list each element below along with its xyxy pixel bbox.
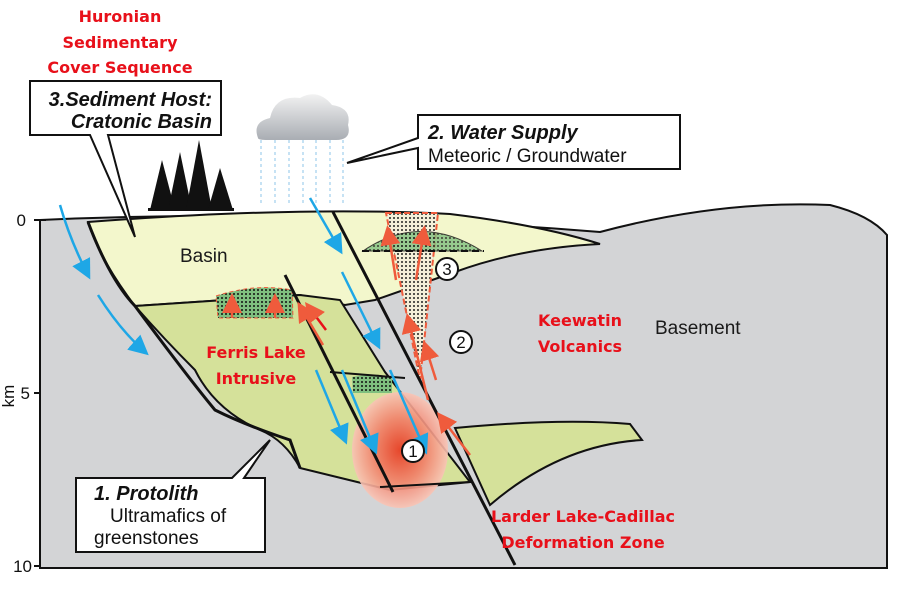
heat-source-glow bbox=[352, 392, 448, 508]
label-larder-lake: Larder Lake-Cadillac Deformation Zone bbox=[491, 507, 675, 552]
hydrothermal-fluid-arrows bbox=[222, 225, 471, 456]
svg-text:Cover Sequence: Cover Sequence bbox=[47, 58, 192, 77]
offset-contact-lower bbox=[379, 481, 471, 488]
label-basin: Basin bbox=[180, 246, 228, 267]
svg-text:Ferris Lake: Ferris Lake bbox=[206, 343, 306, 362]
huronian-title: Huronian Sedimentary Cover Sequence bbox=[47, 7, 192, 77]
svg-text:Ultramafics of: Ultramafics of bbox=[110, 506, 227, 527]
svg-text:Huronian: Huronian bbox=[79, 7, 162, 26]
callout-protolith: 1. Protolith Ultramafics of greenstones bbox=[75, 439, 271, 553]
label-keewatin: Keewatin Volcanics bbox=[538, 311, 622, 356]
svg-text:10: 10 bbox=[13, 557, 32, 576]
svg-text:1: 1 bbox=[408, 442, 417, 461]
basin-margin-fault bbox=[86, 221, 302, 469]
svg-text:0: 0 bbox=[17, 211, 26, 230]
intrusive-east bbox=[453, 420, 644, 507]
svg-text:Keewatin: Keewatin bbox=[538, 311, 622, 330]
svg-text:Cratonic Basin: Cratonic Basin bbox=[71, 111, 212, 133]
svg-text:2: 2 bbox=[456, 333, 465, 352]
fluid-pathway-cone bbox=[384, 212, 440, 381]
svg-text:km: km bbox=[0, 385, 18, 408]
svg-text:Larder Lake-Cadillac: Larder Lake-Cadillac bbox=[491, 507, 675, 526]
svg-text:3.Sediment Host:: 3.Sediment Host: bbox=[49, 89, 212, 111]
svg-text:1. Protolith: 1. Protolith bbox=[94, 483, 198, 505]
svg-text:2. Water Supply: 2. Water Supply bbox=[427, 122, 579, 144]
svg-text:Deformation Zone: Deformation Zone bbox=[501, 533, 665, 552]
label-ferris-lake: Ferris Lake Intrusive bbox=[206, 343, 306, 388]
svg-text:5: 5 bbox=[21, 384, 30, 403]
svg-text:Meteoric / Groundwater: Meteoric / Groundwater bbox=[428, 146, 627, 167]
marker-3: 3 bbox=[435, 257, 459, 281]
callout-water-supply: 2. Water Supply Meteoric / Groundwater bbox=[346, 114, 681, 170]
label-basement: Basement bbox=[655, 318, 741, 339]
svg-text:Intrusive: Intrusive bbox=[216, 369, 297, 388]
trees-icon bbox=[148, 140, 234, 211]
marker-1: 1 bbox=[401, 439, 425, 463]
svg-text:3: 3 bbox=[442, 260, 451, 279]
svg-text:greenstones: greenstones bbox=[94, 528, 199, 549]
rain-cloud-icon bbox=[256, 94, 349, 205]
callout-sediment-host: 3.Sediment Host: Cratonic Basin bbox=[29, 80, 222, 238]
svg-text:Sedimentary: Sedimentary bbox=[63, 33, 179, 52]
deposit-lower bbox=[352, 374, 392, 393]
meteoric-water-arrows bbox=[58, 197, 429, 455]
depth-axis: 0 5 10 km bbox=[0, 211, 46, 576]
marker-2: 2 bbox=[449, 330, 473, 354]
svg-text:Volcanics: Volcanics bbox=[538, 337, 622, 356]
